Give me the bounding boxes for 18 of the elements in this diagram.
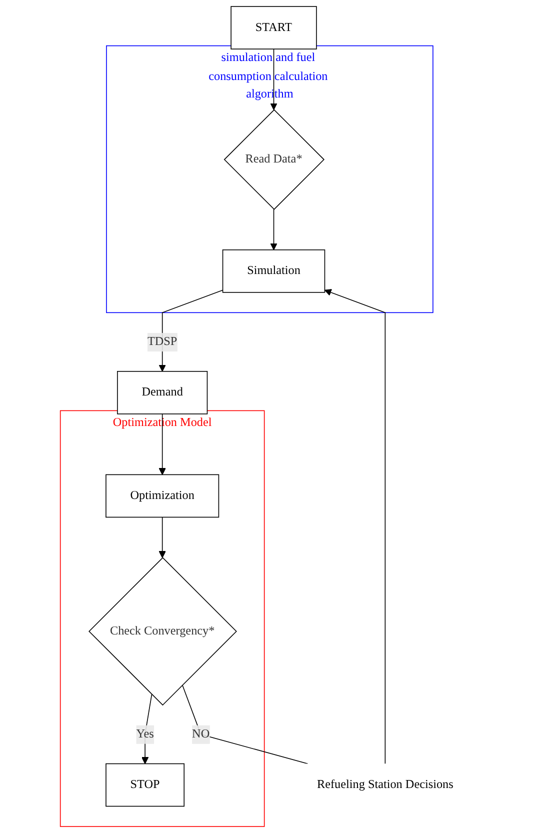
arrow [158,414,166,475]
connector [182,684,308,764]
arrow [324,289,386,764]
node-box: START [230,6,317,50]
node-box: Simulation [222,249,326,293]
node-text: Refueling Station Decisions [316,778,454,792]
node-box: Optimization [106,474,220,518]
edge-label: Yes [136,728,154,741]
node-box: Demand [117,370,208,414]
arrow [158,516,166,558]
edge-label: TDSP [147,335,178,348]
arrow [270,208,278,250]
node-diamond: Read Data* [224,109,325,210]
arrow [270,48,278,110]
arrow [141,694,152,764]
node-diamond: Check Convergency* [88,557,237,706]
node-box: STOP [106,763,184,807]
edge-label: NO [192,728,210,741]
